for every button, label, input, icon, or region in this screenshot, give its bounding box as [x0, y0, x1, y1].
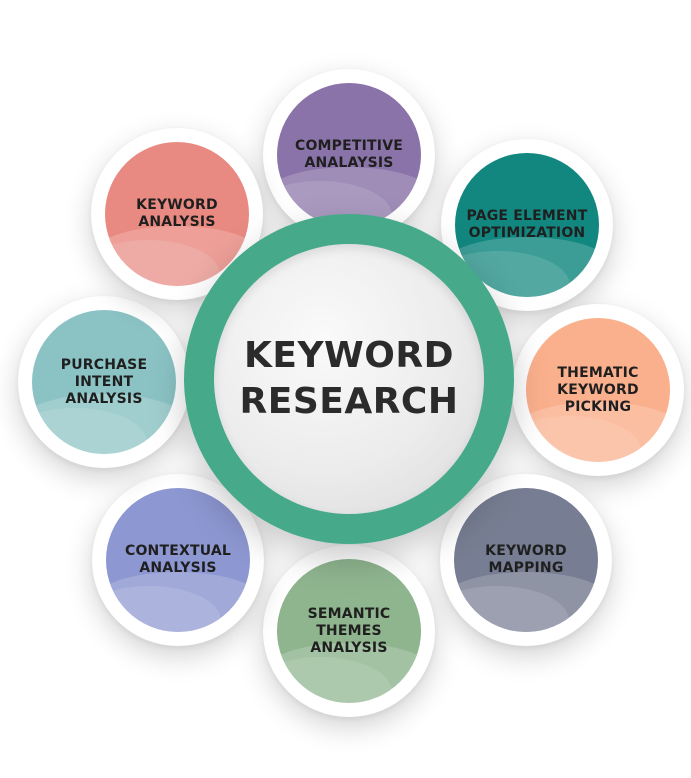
node-label: KEYWORD ANALYSIS — [136, 197, 218, 230]
node-contextual-analysis: CONTEXTUAL ANALYSIS — [106, 488, 250, 632]
hub-title: KEYWORD RESEARCH — [239, 335, 459, 422]
node-label: THEMATIC KEYWORD PICKING — [557, 364, 639, 415]
hub-center: KEYWORD RESEARCH — [214, 244, 484, 514]
node-halo-purchase-intent-analysis: PURCHASE INTENT ANALYSIS — [18, 296, 190, 468]
node-label: CONTEXTUAL ANALYSIS — [124, 543, 232, 576]
node-label: PAGE ELEMENT OPTIMIZATION — [466, 208, 588, 241]
node-label: COMPETITIVE ANALAYSIS — [294, 138, 404, 171]
node-halo-contextual-analysis: CONTEXTUAL ANALYSIS — [92, 474, 264, 646]
node-label: SEMANTIC THEMES ANALYSIS — [307, 605, 391, 656]
node-keyword-analysis: KEYWORD ANALYSIS — [105, 142, 249, 286]
node-keyword-mapping: KEYWORD MAPPING — [454, 488, 598, 632]
node-purchase-intent-analysis: PURCHASE INTENT ANALYSIS — [32, 310, 176, 454]
node-label: PURCHASE INTENT ANALYSIS — [60, 356, 148, 407]
node-halo-semantic-themes-analysis: SEMANTIC THEMES ANALYSIS — [263, 545, 435, 717]
node-halo-keyword-mapping: KEYWORD MAPPING — [440, 474, 612, 646]
node-halo-competitive-analaysis: COMPETITIVE ANALAYSIS — [263, 69, 435, 241]
node-semantic-themes-analysis: SEMANTIC THEMES ANALYSIS — [277, 559, 421, 703]
node-thematic-keyword-picking: THEMATIC KEYWORD PICKING — [526, 318, 670, 462]
node-label: KEYWORD MAPPING — [485, 543, 567, 576]
node-halo-thematic-keyword-picking: THEMATIC KEYWORD PICKING — [512, 304, 684, 476]
node-competitive-analaysis: COMPETITIVE ANALAYSIS — [277, 83, 421, 227]
